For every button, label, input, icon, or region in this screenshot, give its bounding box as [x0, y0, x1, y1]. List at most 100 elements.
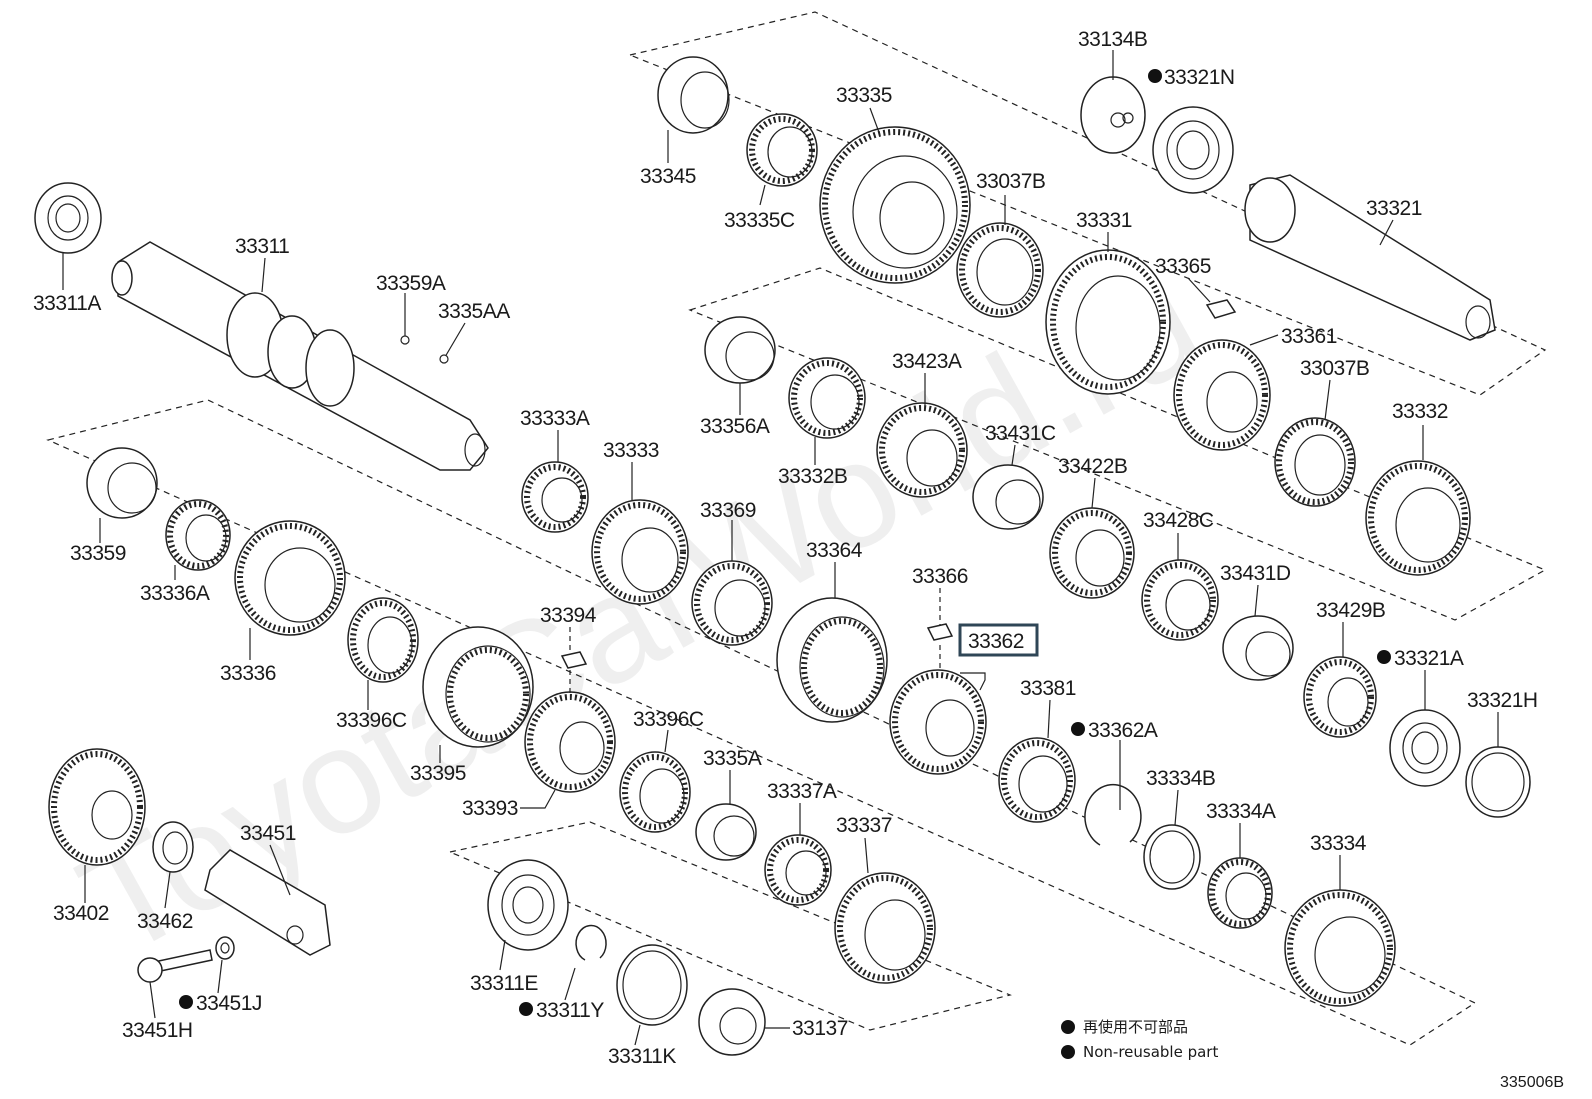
- part-label[interactable]: 33365: [1155, 255, 1211, 278]
- part-label[interactable]: 33321N: [1164, 66, 1235, 89]
- part-label[interactable]: 33381: [1020, 677, 1076, 700]
- part-label[interactable]: 33332B: [778, 465, 848, 488]
- shifting-key-icon: [926, 623, 954, 641]
- synchronizer-ring-icon: [998, 737, 1076, 823]
- part-label[interactable]: 33402: [53, 902, 109, 925]
- part-label[interactable]: 33321A: [1394, 647, 1464, 670]
- needle-bearing-icon: [521, 461, 589, 533]
- hub-sleeve-icon: [776, 597, 888, 723]
- part-label[interactable]: 33394: [540, 604, 597, 627]
- part-label[interactable]: 33037B: [1300, 357, 1370, 380]
- hub-sleeve-icon: [1045, 249, 1171, 395]
- part-label[interactable]: 33335C: [724, 209, 795, 232]
- gear-icon: [1303, 656, 1377, 738]
- needle-bearing-icon: [788, 357, 866, 439]
- part-label[interactable]: 33335: [836, 84, 892, 107]
- part-label[interactable]: 33331: [1076, 209, 1132, 232]
- part-label[interactable]: 33311A: [33, 292, 102, 315]
- part-label[interactable]: 33336: [220, 662, 276, 685]
- non-reusable-icon: [1148, 69, 1162, 83]
- part-label[interactable]: 33134B: [1078, 28, 1148, 51]
- part-label[interactable]: 33451H: [122, 1019, 193, 1042]
- part-label[interactable]: 33334B: [1146, 767, 1216, 790]
- bushing-icon: [1222, 615, 1294, 681]
- part-label[interactable]: 33422B: [1058, 455, 1128, 478]
- part-label[interactable]: 33366: [912, 565, 968, 588]
- bushing-icon: [86, 447, 158, 519]
- needle-bearing-icon: [165, 499, 231, 571]
- diagram-code: 335006B: [1500, 1074, 1564, 1091]
- part-label[interactable]: 33311K: [608, 1045, 677, 1068]
- part-label[interactable]: 33364: [806, 539, 863, 562]
- part-label[interactable]: 33396C: [336, 709, 407, 732]
- part-label[interactable]: 33431C: [985, 422, 1056, 445]
- part-label[interactable]: 33321H: [1467, 689, 1538, 712]
- hub-sleeve-icon: [422, 626, 534, 748]
- part-label[interactable]: 33395: [410, 762, 466, 785]
- reverse-idler-gear-icon: [48, 748, 146, 866]
- synchronizer-ring-icon: [691, 560, 773, 646]
- group-box-countershaft: [628, 11, 1547, 396]
- part-label[interactable]: 33337A: [767, 780, 837, 803]
- gear-icon: [234, 520, 346, 636]
- non-reusable-icon: [1377, 650, 1391, 664]
- non-reusable-icon: [1061, 1020, 1075, 1034]
- part-label[interactable]: 33362A: [1088, 719, 1158, 742]
- part-label[interactable]: 3335A: [703, 747, 762, 770]
- part-label[interactable]: 33431D: [1220, 562, 1291, 585]
- part-label[interactable]: 3335AA: [438, 300, 511, 323]
- part-label[interactable]: 33333: [603, 439, 659, 462]
- reference-point-icon: [439, 354, 449, 364]
- part-label[interactable]: 33336A: [140, 582, 210, 605]
- group-box-countershaft-gears: [688, 267, 1547, 621]
- highlight-box: [958, 623, 1039, 657]
- reference-point-icon: [400, 335, 410, 345]
- spacer-icon: [1143, 824, 1201, 890]
- non-reusable-icon: [179, 995, 193, 1009]
- gear-icon: [889, 669, 987, 775]
- part-label[interactable]: 33311E: [470, 972, 539, 995]
- part-label[interactable]: 33361: [1281, 325, 1337, 348]
- synchronizer-ring-icon: [619, 751, 691, 833]
- part-label[interactable]: 33137: [792, 1017, 848, 1040]
- part-label[interactable]: 33356A: [700, 415, 770, 438]
- part-label[interactable]: 33362: [968, 630, 1024, 653]
- part-label[interactable]: 33337: [836, 814, 892, 837]
- part-label[interactable]: 33359: [70, 542, 126, 565]
- idler-shaft-icon: [204, 849, 331, 956]
- part-labels: 33134B 33321N 33345 33335 33335C 33037B …: [33, 28, 1538, 1068]
- part-label[interactable]: 33359A: [376, 272, 446, 295]
- part-label[interactable]: 33332: [1392, 400, 1448, 423]
- bearing-icon: [1389, 709, 1461, 787]
- washer-icon: [215, 936, 235, 960]
- part-label[interactable]: 33451J: [196, 992, 262, 1015]
- gear-icon: [591, 499, 689, 605]
- part-label[interactable]: 33369: [700, 499, 756, 522]
- part-label[interactable]: 33334: [1310, 832, 1367, 855]
- part-label[interactable]: 33311: [235, 235, 290, 258]
- part-label[interactable]: 33429B: [1316, 599, 1386, 622]
- part-label[interactable]: 33321: [1366, 197, 1422, 220]
- part-label[interactable]: 33462: [137, 910, 193, 933]
- legend-item-en: Non-reusable part: [1083, 1043, 1218, 1061]
- gear-icon: [524, 691, 616, 793]
- non-reusable-icon: [519, 1002, 533, 1016]
- gear-icon: [876, 402, 968, 498]
- legend: 再使用不可部品 Non-reusable part: [1061, 1018, 1218, 1061]
- synchronizer-ring-icon: [956, 222, 1044, 318]
- part-label[interactable]: 33423A: [892, 350, 962, 373]
- part-label[interactable]: 33451: [240, 822, 296, 845]
- part-label[interactable]: 33428C: [1143, 509, 1214, 532]
- part-label[interactable]: 33311Y: [536, 999, 605, 1022]
- gear-icon: [834, 872, 936, 984]
- snap-ring-icon: [1084, 783, 1142, 846]
- part-label[interactable]: 33396C: [633, 708, 704, 731]
- part-label[interactable]: 33333A: [520, 407, 590, 430]
- part-label[interactable]: 33334A: [1206, 800, 1276, 823]
- part-label[interactable]: 33037B: [976, 170, 1046, 193]
- input-shaft-icon: [111, 241, 489, 471]
- part-label[interactable]: 33345: [640, 165, 696, 188]
- bearing-icon: [1152, 106, 1234, 194]
- part-label[interactable]: 33393: [462, 797, 518, 820]
